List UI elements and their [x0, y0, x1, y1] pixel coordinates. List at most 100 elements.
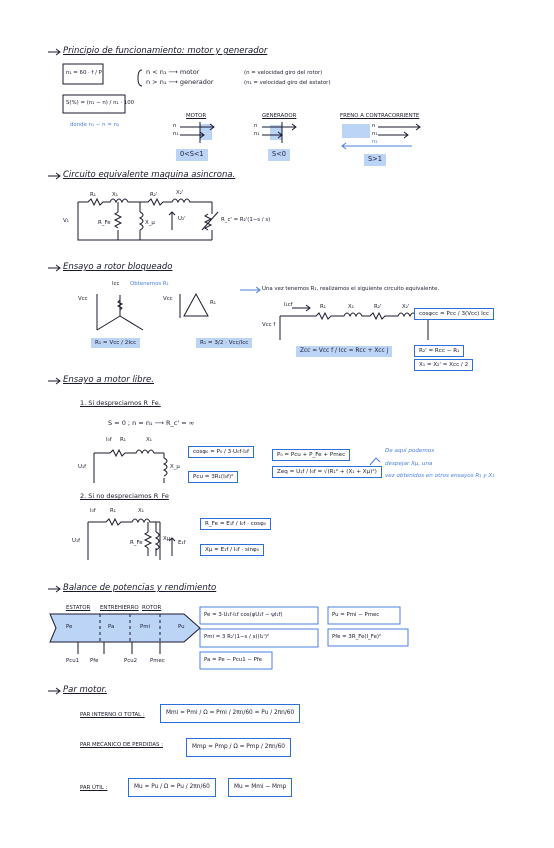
equiv-circuit	[77, 197, 219, 241]
pfe-box	[327, 628, 409, 647]
freno-label: FRENO A CONTRACORRIENTE	[340, 113, 420, 119]
freno-n1: n₁	[372, 131, 378, 137]
bal-f-pa: Pa = Pe − Pcu1 − Pfe	[204, 657, 263, 663]
l-sub1: 1. Si despreciamos R_Fe.	[80, 399, 161, 407]
bal-pa: Pa	[108, 624, 115, 630]
bal-pmi: Pmi	[140, 624, 150, 630]
l-xu: X_μ	[170, 464, 180, 470]
gen-label: GENERADOR	[262, 113, 297, 119]
heading-principio: Principio de funcionamiento: motor y gen…	[63, 46, 268, 56]
freno-n2: n₂	[372, 139, 378, 145]
bal-pcu2: Pcu2	[124, 658, 138, 664]
l-p0: P₀ = Pcu + P_Fe + Pmec	[272, 449, 351, 462]
l-i0b: I₀f	[90, 508, 96, 514]
bal-f-pu: Pu = Pmi − Pmec	[332, 612, 380, 618]
bal-pu: Pu	[178, 624, 185, 630]
power-flow	[49, 613, 201, 654]
b-vc: Vcc f	[262, 322, 276, 328]
par-item2: PAR MECANICO DE PERDIDAS :	[80, 742, 164, 748]
l-cos0: cosφ₀ = P₀ / 3·U₀f·I₀f	[188, 446, 254, 459]
l-xub: Xμ	[163, 536, 171, 542]
note-n1: (n₁ = velocidad giro del estator)	[244, 80, 331, 86]
b-obtenemos: Obtenemos R₁	[130, 281, 169, 287]
libre-circuit-1	[93, 448, 168, 483]
bal-pfe: Pfe	[90, 658, 99, 664]
bal-f-pfe: Pfe = 3R_Fe(I_Fe)²	[332, 634, 382, 640]
par-item1: PAR INTERNO O TOTAL :	[80, 712, 145, 718]
c-rc: R_c' = R₂'(1−s / s)	[221, 217, 271, 223]
star-delta	[96, 292, 209, 331]
libre-circuit-2	[87, 517, 176, 560]
c-x2: X₂'	[176, 190, 184, 196]
heading-balance: Balance de potencias y rendimiento	[63, 583, 217, 593]
b-cos: cosφcc = Pcc / 3(Vcc) Icc	[414, 308, 494, 321]
brace	[137, 69, 143, 87]
heading-libre: Ensayo a motor libre.	[63, 375, 154, 385]
section-arrows	[48, 48, 61, 695]
l-e1: E₁f	[178, 540, 186, 546]
note-arrow	[240, 286, 261, 294]
par-f4: Mu = Mmi − Mmp	[228, 778, 293, 797]
bal-pcu1: Pcu1	[66, 658, 80, 664]
l-xu-f: Xμ = E₁f / I₀f · sinφ₀	[200, 544, 264, 557]
check-icon	[369, 457, 381, 466]
pa-box	[199, 651, 273, 670]
pu-box	[327, 606, 401, 625]
l-r1: R₁	[120, 437, 126, 443]
b-r1a: R₁ = Vcc / 2Icc	[91, 338, 141, 349]
pmi-box	[199, 628, 319, 648]
b-vcc1: Vcc	[78, 296, 88, 302]
c-v1: V₁	[63, 218, 69, 224]
b-note: Una vez tenemos R₁, realizamos el siguie…	[262, 286, 440, 292]
par-f1: Mmi = Pmi / Ω = Pmi / 2πn/60 = Pu / 2πn/…	[160, 704, 301, 723]
gen-n1: n₁	[254, 131, 260, 137]
bal-rotor: ROTOR	[142, 605, 162, 611]
l-x1b: X₁	[138, 508, 144, 514]
heading-bloqueado: Ensayo a rotor bloqueado	[63, 262, 173, 272]
b-vcc2: Vcc	[163, 296, 173, 302]
bal-pmec: Pmec	[150, 658, 165, 664]
motor-n1: n₁	[173, 131, 179, 137]
l-note1: De aquí podemos	[385, 448, 435, 454]
ns-formula: n₁ = 60 · f / P	[66, 70, 102, 76]
note-n: (n = velocidad giro del rotor)	[244, 70, 323, 76]
l-cond: S ≃ 0 ; n ≃ n₁ ⟶ R_c' = ∞	[108, 419, 195, 427]
ns-box	[62, 63, 104, 85]
par-item3: PAR ÚTIL :	[80, 785, 108, 791]
l-rfe-f: R_Fe = E₁f / I₀f · cosφ₀	[200, 518, 272, 531]
l-r1b: R₁	[110, 508, 116, 514]
freno-diagram	[341, 123, 421, 150]
bal-pe: Pe	[66, 624, 73, 630]
l-u1: U₁f	[78, 464, 87, 470]
cc-circuit	[279, 304, 429, 340]
b-r1b: R₁ = 3/2 · Vcc/Icc	[196, 338, 253, 349]
pe-box	[199, 606, 319, 625]
b-x1c: X₁	[348, 304, 354, 310]
motor-diagram	[180, 122, 215, 143]
l-note3: vez obtenidos en otros ensayos R₁ y X₁	[385, 473, 495, 479]
par-f2: Mmp = Pmp / Ω = Pmp / 2πn/60	[186, 738, 291, 757]
l-x1: X₁	[146, 437, 152, 443]
l-zeq: Zeq = U₁f / I₀f = √(R₁² + (X₁ + Xμ)²)	[272, 466, 382, 479]
c-u2: U₂'	[178, 216, 186, 222]
par-f3: Mu = Pu / Ω = Pu / 2πn/60	[128, 778, 216, 797]
b-icc: Icc	[112, 281, 120, 287]
bal-f-pmi: Pmi = 3 R₂'(1−s / s)(I₂')²	[204, 634, 270, 640]
cond-gen: n > n₁ ⟶ generador	[146, 78, 214, 86]
heading-par: Par motor.	[63, 685, 107, 695]
motor-n: n	[173, 123, 177, 129]
gen-diagram	[262, 122, 297, 143]
l-rfe: R_Fe	[130, 540, 143, 546]
c-rfe: R_Fe	[98, 220, 111, 226]
l-sub2: 2. Si no despreciamos R_Fe	[80, 492, 169, 500]
cond-motor: n < n₁ ⟶ motor	[146, 68, 200, 76]
heading-circuito: Circuito equivalente maquina asincrona.	[63, 170, 236, 180]
gen-s: S<0	[268, 149, 290, 161]
b-r2c: R₂'	[374, 304, 382, 310]
freno-s: S>1	[364, 154, 386, 166]
b-zcc: Zcc = Vcc f / Icc = Rcc + Xcc j	[296, 346, 393, 357]
gen-n: n	[254, 123, 258, 129]
l-u1b: U₁f	[72, 538, 81, 544]
c-r1: R₁	[90, 192, 96, 198]
